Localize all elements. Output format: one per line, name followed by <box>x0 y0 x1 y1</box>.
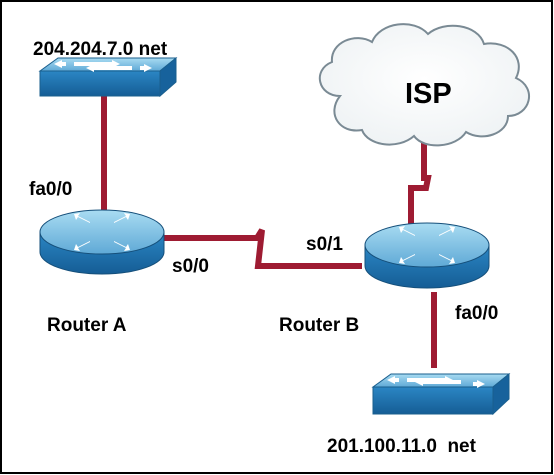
router-a-label: Router A <box>47 315 127 336</box>
port-a-fa-label: fa0/0 <box>29 179 72 200</box>
router-icon <box>399 226 455 264</box>
router-a <box>39 209 165 275</box>
switch-bottom <box>371 372 511 416</box>
router-a-top <box>39 209 165 255</box>
links <box>101 96 437 368</box>
link-router-b-isp <box>408 140 432 228</box>
router-b-top <box>364 222 490 268</box>
router-icon <box>74 213 130 251</box>
port-a-s-label: s0/0 <box>172 256 209 277</box>
router-b-label: Router B <box>279 315 359 336</box>
link-router-a-router-b <box>160 228 362 269</box>
cloud-icon <box>318 23 530 147</box>
switch-bottom-right <box>492 372 510 416</box>
switch-icon <box>387 376 485 388</box>
switch-icon <box>54 60 152 72</box>
switch-top-right <box>159 56 177 98</box>
isp-cloud: ISP <box>318 23 530 147</box>
port-b-fa-label: fa0/0 <box>455 303 498 324</box>
port-b-s-label: s0/1 <box>306 234 343 255</box>
net-bottom-label: 201.100.11.0 net <box>327 436 477 457</box>
switch-top-side <box>39 70 161 97</box>
router-b <box>364 222 490 289</box>
switch-bottom-side <box>372 386 494 415</box>
isp-label: ISP <box>405 78 452 110</box>
net-top-label: 204.204.7.0 net <box>33 39 168 60</box>
switch-top <box>38 56 178 98</box>
